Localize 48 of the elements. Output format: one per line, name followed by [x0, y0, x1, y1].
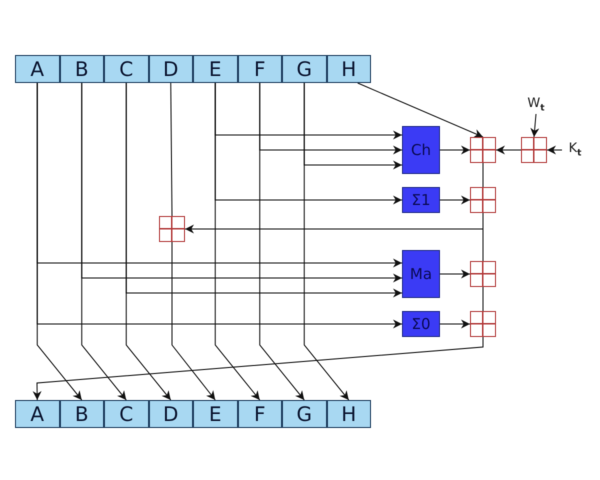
- register-cell: H: [326, 55, 371, 83]
- register-cell: B: [60, 55, 104, 83]
- arrow: [530, 114, 540, 138]
- input-label: W$_{t}$: [524, 96, 548, 114]
- register-cell: F: [238, 400, 282, 428]
- register-cell: C: [104, 400, 148, 428]
- connector-line: [170, 82, 172, 216]
- register-cell: E: [193, 55, 238, 83]
- register-cell: D: [148, 55, 193, 83]
- connector-line: [482, 162, 484, 188]
- adder-box: [470, 311, 496, 337]
- arrow: [546, 146, 562, 154]
- register-cell: E: [193, 400, 238, 428]
- arrow: [259, 82, 305, 400]
- connector-line: [482, 286, 484, 312]
- arrow: [36, 82, 82, 400]
- adder-box: [521, 137, 547, 163]
- register-cell: B: [60, 400, 104, 428]
- function-box: Σ1: [402, 187, 440, 213]
- register-cell: G: [282, 55, 326, 83]
- adder-box: [470, 261, 496, 287]
- adder-box: [159, 216, 185, 242]
- register-cell: A: [15, 55, 60, 83]
- arrow: [440, 270, 470, 278]
- arrow: [81, 82, 127, 400]
- arrow: [496, 146, 522, 154]
- arrow: [214, 82, 260, 400]
- register-cell: H: [326, 400, 371, 428]
- arrow: [440, 320, 470, 328]
- function-box: Σ0: [402, 311, 440, 337]
- register-cell: C: [104, 55, 148, 83]
- arrow: [126, 82, 172, 400]
- arrow: [172, 242, 216, 400]
- arrow: [32, 336, 484, 400]
- function-box: Ch: [402, 126, 440, 174]
- function-box: Ma: [402, 250, 440, 298]
- register-cell: D: [148, 400, 193, 428]
- register-cell: A: [15, 400, 60, 428]
- arrow: [357, 82, 484, 138]
- register-cell: F: [238, 55, 282, 83]
- register-cell: G: [282, 400, 326, 428]
- arrow: [440, 146, 470, 154]
- arrow: [304, 82, 350, 400]
- connector-line: [482, 212, 484, 262]
- arrow: [440, 196, 470, 204]
- adder-box: [470, 187, 496, 213]
- adder-box: [470, 137, 496, 163]
- input-label: K$_{t}$: [562, 141, 588, 159]
